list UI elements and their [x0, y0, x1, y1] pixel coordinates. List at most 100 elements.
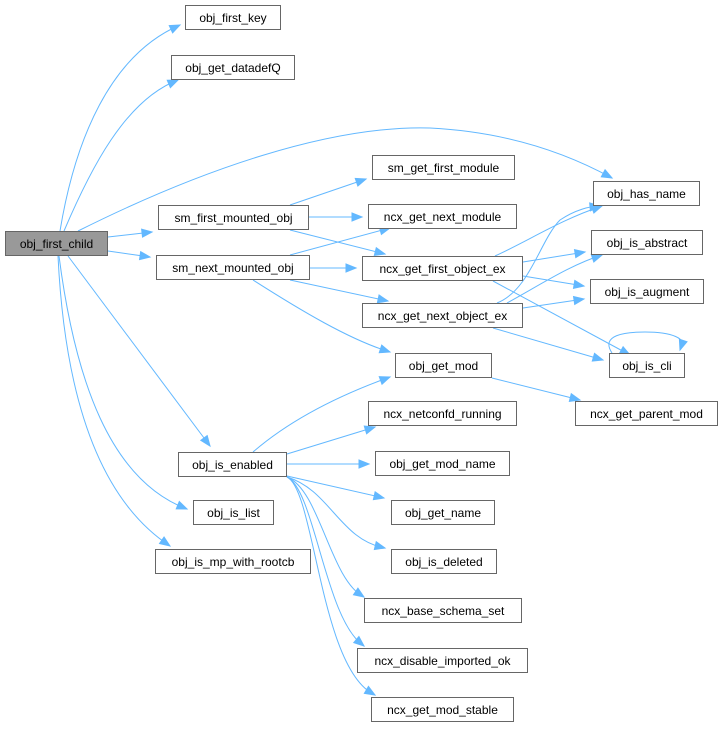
- edge-line: [289, 178, 367, 206]
- node-ncx-get-first-object-ex[interactable]: ncx_get_first_object_ex: [362, 256, 523, 281]
- edge-obj_is_enabled-to-ncx_base_schema_set: [286, 476, 366, 598]
- edge-line: [496, 205, 601, 304]
- node-label: ncx_get_parent_mod: [590, 406, 703, 421]
- edge-line: [58, 255, 188, 510]
- edge-line: [286, 476, 365, 647]
- edge-line: [289, 279, 389, 302]
- node-label: ncx_get_next_module: [383, 209, 502, 224]
- arrowhead-icon: [141, 228, 154, 238]
- node-obj-first-child: obj_first_child: [5, 231, 108, 256]
- node-obj-is-list[interactable]: obj_is_list: [193, 500, 274, 525]
- edge-sm_first_mounted_obj-to-ncx_get_next_module: [309, 212, 364, 222]
- node-obj-is-enabled[interactable]: obj_is_enabled: [178, 452, 287, 477]
- node-label: ncx_get_next_object_ex: [377, 308, 508, 323]
- edge-obj_is_enabled-to-obj_get_mod: [252, 376, 392, 453]
- node-sm-next-mounted-obj[interactable]: sm_next_mounted_obj: [156, 255, 310, 280]
- arrowhead-icon: [568, 392, 582, 403]
- node-obj-first-key[interactable]: obj_first_key: [185, 5, 281, 30]
- edge-obj_first_child-to-obj_get_datadefQ: [63, 79, 180, 232]
- node-label: obj_is_deleted: [405, 554, 483, 569]
- arrowhead-icon: [352, 635, 366, 647]
- edge-obj_get_mod-to-ncx_get_parent_mod: [491, 377, 582, 403]
- edge-ncx_get_next_object_ex-to-obj_is_augment: [522, 295, 586, 309]
- arrowhead-icon: [352, 587, 366, 598]
- node-label: ncx_get_mod_stable: [387, 702, 498, 717]
- node-label: obj_first_key: [199, 10, 267, 25]
- node-label: obj_is_abstract: [606, 235, 688, 250]
- node-obj-get-name[interactable]: obj_get_name: [391, 500, 495, 525]
- arrowhead-icon: [345, 263, 358, 273]
- arrowhead-icon: [175, 500, 189, 510]
- edge-ncx_get_first_object_ex-to-obj_is_augment: [522, 275, 586, 289]
- arrowhead-icon: [168, 24, 182, 34]
- edge-obj_is_enabled-to-ncx_get_mod_stable: [286, 476, 377, 696]
- edge-obj_first_child-to-obj_is_list: [58, 255, 189, 510]
- edge-line: [59, 24, 181, 232]
- arrowhead-icon: [573, 248, 587, 259]
- arrowhead-icon: [600, 168, 614, 179]
- edge-line: [286, 475, 385, 499]
- arrowhead-icon: [166, 79, 180, 89]
- arrowhead-icon: [572, 279, 586, 289]
- arrowhead-icon: [373, 540, 387, 551]
- node-obj-is-augment[interactable]: obj_is_augment: [590, 279, 704, 304]
- node-label: ncx_netconfd_running: [383, 406, 502, 421]
- edge-line: [494, 205, 603, 257]
- node-ncx-netconfd-running[interactable]: ncx_netconfd_running: [368, 401, 517, 426]
- node-ncx-get-mod-stable[interactable]: ncx_get_mod_stable: [371, 697, 514, 722]
- node-sm-get-first-module[interactable]: sm_get_first_module: [372, 155, 515, 180]
- edge-line: [286, 476, 376, 696]
- edge-obj_is_enabled-to-obj_get_mod_name: [287, 459, 371, 469]
- edge-obj_first_child-to-obj_first_key: [59, 24, 182, 232]
- edge-obj_first_child-to-sm_first_mounted_obj: [107, 228, 154, 238]
- edge-sm_next_mounted_obj-to-ncx_get_first_object_ex: [310, 263, 358, 273]
- node-obj-is-abstract[interactable]: obj_is_abstract: [591, 230, 703, 255]
- node-obj-get-mod[interactable]: obj_get_mod: [395, 353, 492, 378]
- edge-obj_is_enabled-to-obj_is_deleted: [286, 476, 387, 551]
- edge-ncx_get_first_object_ex-to-obj_is_abstract: [522, 248, 587, 263]
- node-ncx-get-parent-mod[interactable]: ncx_get_parent_mod: [575, 401, 718, 426]
- edge-line: [63, 79, 179, 232]
- node-label: obj_is_enabled: [192, 457, 273, 472]
- node-label: obj_get_datadefQ: [185, 60, 281, 75]
- edge-sm_next_mounted_obj-to-obj_get_mod: [252, 279, 392, 354]
- node-obj-has-name[interactable]: obj_has_name: [593, 181, 700, 206]
- node-obj-is-mp-with-rootcb[interactable]: obj_is_mp_with_rootcb: [155, 549, 311, 574]
- node-obj-get-mod-name[interactable]: obj_get_mod_name: [375, 451, 510, 476]
- arrowhead-icon: [572, 295, 586, 306]
- arrowhead-icon: [199, 434, 211, 448]
- arrowhead-icon: [354, 177, 368, 187]
- arrowhead-icon: [591, 352, 605, 362]
- edge-obj_is_enabled-to-ncx_disable_imported_ok: [286, 476, 366, 647]
- node-label: obj_has_name: [607, 186, 686, 201]
- edge-line: [491, 377, 581, 401]
- edge-obj_is_enabled-to-obj_get_name: [286, 475, 386, 501]
- edge-line: [286, 426, 376, 455]
- edge-obj_first_child-to-obj_is_mp_with_rootcb: [57, 255, 172, 547]
- node-label: sm_get_first_module: [387, 160, 500, 175]
- arrowhead-icon: [363, 425, 377, 435]
- edge-line: [286, 476, 386, 549]
- node-label: obj_get_name: [404, 505, 482, 520]
- node-obj-is-cli[interactable]: obj_is_cli: [609, 353, 685, 378]
- node-label: obj_is_cli: [622, 358, 672, 373]
- edge-line: [289, 227, 391, 256]
- node-ncx-get-next-module[interactable]: ncx_get_next_module: [368, 204, 517, 229]
- node-label: obj_first_child: [19, 236, 94, 251]
- node-ncx-disable-imported-ok[interactable]: ncx_disable_imported_ok: [357, 648, 528, 673]
- node-obj-get-datadefQ[interactable]: obj_get_datadefQ: [171, 55, 295, 80]
- edge-obj_first_child-to-sm_next_mounted_obj: [107, 250, 152, 261]
- edge-line: [252, 279, 391, 353]
- edge-line: [77, 127, 613, 232]
- edge-obj_is_cli-to-obj_is_cli: [608, 331, 688, 354]
- node-sm-first-mounted-obj[interactable]: sm_first_mounted_obj: [158, 205, 309, 230]
- node-ncx-get-next-object-ex[interactable]: ncx_get_next_object_ex: [362, 303, 523, 328]
- edge-line: [286, 476, 365, 598]
- node-obj-is-deleted[interactable]: obj_is_deleted: [391, 549, 497, 574]
- edge-sm_first_mounted_obj-to-sm_get_first_module: [289, 177, 368, 206]
- node-ncx-base-schema-set[interactable]: ncx_base_schema_set: [364, 598, 522, 623]
- node-label: obj_is_list: [207, 505, 260, 520]
- edge-line: [252, 376, 391, 453]
- edge-line: [506, 254, 603, 304]
